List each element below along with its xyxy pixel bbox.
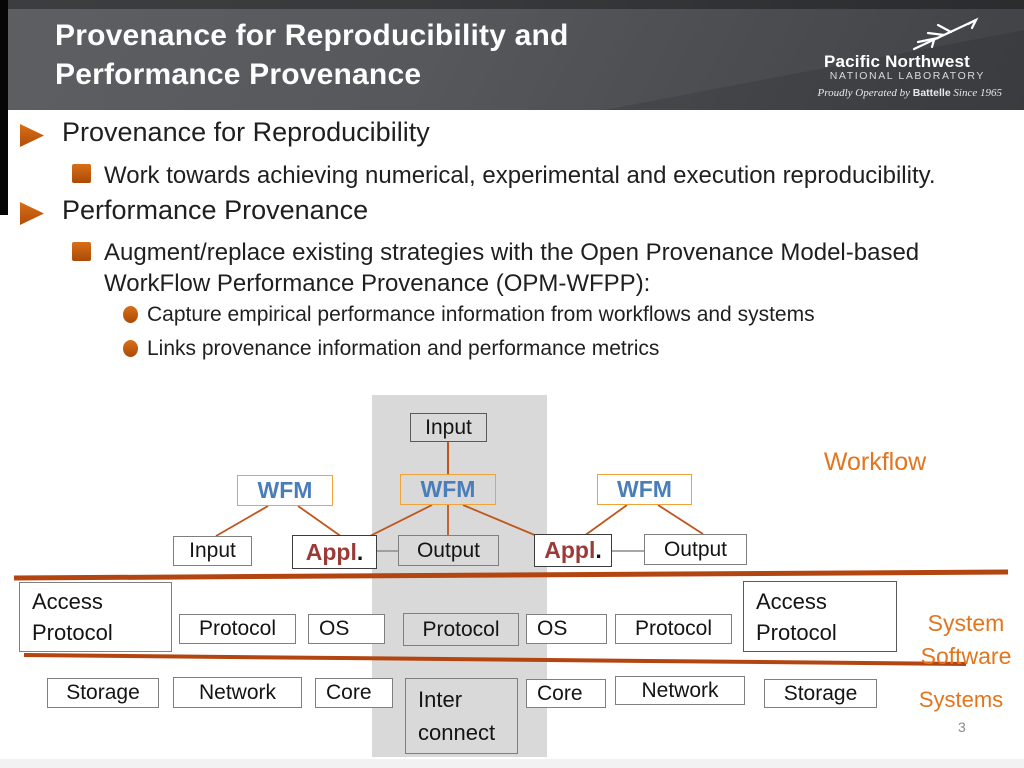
logo-org-subname: NATIONAL LABORATORY [829, 70, 985, 82]
logo-tagline-prefix: Proudly Operated by [817, 87, 913, 99]
box-label: Protocol [32, 620, 113, 645]
label-workflow-layer: Workflow [823, 448, 927, 476]
box-label: Protocol [634, 617, 713, 640]
box-protocol-1: Protocol [179, 614, 296, 644]
box-wfm-center: WFM [400, 474, 496, 505]
bullet-level1-reproducibility: Provenance for Reproducibility [62, 117, 430, 147]
box-input-top: Input [410, 413, 487, 442]
box-label: WFM [420, 476, 476, 502]
bullet-level1-performance: Performance Provenance [62, 195, 369, 225]
slide-title: Provenance for Reproducibility and Perfo… [55, 16, 569, 94]
box-label: Access [756, 588, 827, 614]
box-os-1: OS [308, 614, 385, 644]
logo-tagline-suffix: Since 1965 [950, 87, 1002, 99]
box-label: Core [326, 681, 372, 704]
box-appl-right: Appl. [534, 534, 612, 567]
box-core-left: Core [315, 678, 393, 708]
box-core-right: Core [526, 679, 606, 708]
box-label: Access [32, 589, 103, 614]
box-os-2: OS [526, 614, 607, 644]
box-label: Input [425, 415, 472, 439]
box-label: Appl [305, 538, 357, 565]
box-label-period: . [356, 538, 364, 565]
box-access-protocol-right: Access Protocol [743, 581, 897, 652]
box-label: Network [641, 678, 719, 702]
label-line: System [927, 610, 1005, 636]
box-network-left: Network [173, 677, 302, 708]
box-label: OS [319, 617, 350, 640]
box-output-right: Output [644, 534, 747, 565]
label-line: Software [920, 643, 1012, 669]
box-label: Protocol [756, 619, 837, 645]
box-label: Storage [783, 681, 858, 705]
box-label: Core [537, 681, 583, 705]
box-label: Output [663, 537, 728, 561]
bullet-triangle-icon [20, 202, 44, 225]
box-label: Protocol [198, 617, 277, 640]
pnnl-arrow-icon [904, 16, 982, 57]
bullet-level2-work-towards: Work towards achieving numerical, experi… [104, 162, 936, 189]
box-wfm-right: WFM [597, 474, 692, 505]
box-label: Inter [418, 687, 463, 712]
label-system-software-layer: System Software [918, 607, 1014, 673]
box-label: WFM [257, 477, 313, 503]
box-input-left: Input [173, 536, 252, 566]
box-label: Input [189, 539, 236, 562]
box-access-protocol-left: Access Protocol [19, 582, 172, 652]
logo-tagline: Proudly Operated by Battelle Since 1965 [818, 87, 1002, 99]
label-systems-layer: Systems [918, 687, 1004, 712]
box-label: Appl [544, 537, 596, 563]
box-label: Protocol [422, 617, 500, 641]
box-storage-right: Storage [764, 679, 877, 708]
box-output-center: Output [398, 535, 499, 566]
box-network-right: Network [615, 676, 745, 705]
box-interconnect: Inter connect [405, 678, 518, 754]
box-label: Storage [66, 681, 140, 704]
box-storage-left: Storage [47, 678, 159, 708]
pnnl-logo: Pacific Northwest NATIONAL LABORATORY Pr… [780, 14, 1010, 100]
bullet-circle-icon [123, 306, 138, 323]
bullet-triangle-icon [20, 124, 44, 147]
bullet-level2-augment: Augment/replace existing strategies with… [104, 239, 920, 297]
box-label: Network [198, 680, 277, 704]
slide-header: Provenance for Reproducibility and Perfo… [0, 0, 1024, 110]
logo-org-name: Pacific Northwest [823, 52, 970, 71]
box-wfm-left: WFM [237, 475, 333, 506]
box-label: connect [418, 720, 496, 745]
box-appl-left: Appl. [292, 535, 377, 569]
bullet-level3-links: Links provenance information and perform… [147, 337, 660, 360]
footer-strip [0, 759, 1024, 768]
slide-title-line2: Performance Provenance [55, 58, 422, 91]
bullet-circle-icon [123, 340, 138, 357]
logo-tagline-brand: Battelle [912, 87, 951, 99]
slide-title-line1: Provenance for Reproducibility and [55, 19, 569, 52]
box-protocol-3: Protocol [615, 614, 732, 644]
bullet-square-icon [72, 164, 91, 183]
box-label: Output [416, 538, 481, 562]
box-label-period: . [595, 537, 602, 563]
bullet-square-icon [72, 242, 91, 261]
box-protocol-2: Protocol [403, 613, 519, 646]
page-number: 3 [958, 719, 966, 735]
left-edge-notch [0, 0, 8, 215]
bullet-level3-capture: Capture empirical performance informatio… [147, 303, 815, 326]
box-label: OS [537, 617, 568, 640]
box-label: WFM [617, 476, 672, 502]
